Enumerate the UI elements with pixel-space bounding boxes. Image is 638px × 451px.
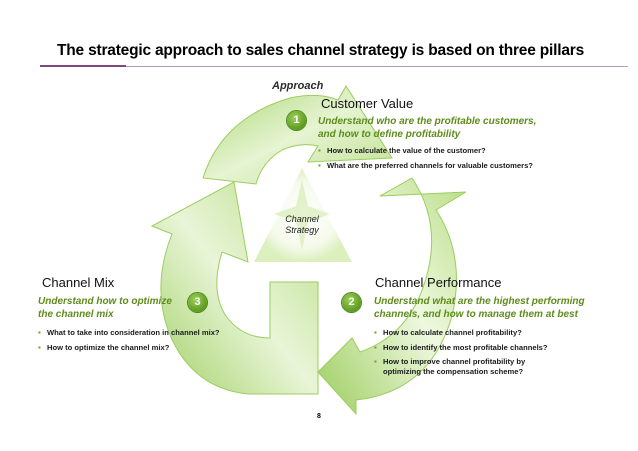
pillar-bullets-channel-performance: How to calculate channel profitability? … bbox=[374, 328, 548, 381]
bullet-item-continuation: optimizing the compensation scheme? bbox=[383, 366, 524, 376]
bullet-item: How to identify the most profitable chan… bbox=[374, 343, 548, 353]
pillar-bullets-channel-mix: What to take into consideration in chann… bbox=[38, 328, 220, 357]
cycle-arrow-right bbox=[317, 177, 467, 416]
bullet-item: What are the preferred channels for valu… bbox=[318, 161, 533, 171]
approach-label: Approach bbox=[272, 80, 324, 92]
title-underline bbox=[40, 66, 628, 67]
center-star-highlight bbox=[274, 180, 330, 250]
pillar-subtitle-line: channels, and how to manage them at best bbox=[374, 309, 578, 320]
bullet-item: How to improve channel profitability by bbox=[374, 357, 548, 367]
center-label-line-2: Strategy bbox=[285, 225, 319, 235]
pillar-subtitle-customer-value: Understand who are the profitable custom… bbox=[318, 115, 536, 141]
bullet-item: How to calculate the value of the custom… bbox=[318, 146, 533, 156]
pillar-bullets-customer-value: How to calculate the value of the custom… bbox=[318, 146, 533, 175]
pillar-subtitle-line: the channel mix bbox=[38, 309, 114, 320]
pillar-subtitle-line: Understand who are the profitable custom… bbox=[318, 116, 537, 127]
pillar-title-customer-value: Customer Value bbox=[321, 96, 414, 111]
bullet-item: What to take into consideration in chann… bbox=[38, 328, 220, 338]
cycle-arrow-left bbox=[150, 181, 319, 395]
pillar-subtitle-line: Understand how to optimize bbox=[38, 296, 172, 307]
pillar-subtitle-channel-performance: Understand what are the highest performi… bbox=[374, 295, 585, 321]
pillar-number-badge-2: 2 bbox=[342, 293, 361, 312]
cycle-arrow-top bbox=[202, 85, 393, 185]
title-underline-accent bbox=[40, 65, 126, 67]
bullet-item: How to optimize the channel mix? bbox=[38, 343, 220, 353]
pillar-subtitle-line: and how to define profitability bbox=[318, 129, 461, 140]
pillar-subtitle-line: Understand what are the highest performi… bbox=[374, 296, 585, 307]
page-title: The strategic approach to sales channel … bbox=[57, 42, 585, 59]
center-label-line-1: Channel bbox=[285, 214, 319, 224]
bullet-item: How to calculate channel profitability? bbox=[374, 328, 548, 338]
pillar-subtitle-channel-mix: Understand how to optimize the channel m… bbox=[38, 295, 172, 321]
pillar-title-channel-performance: Channel Performance bbox=[375, 275, 502, 290]
page-number: 8 bbox=[317, 413, 321, 420]
pillar-number-badge-3: 3 bbox=[188, 293, 207, 312]
pillar-number-badge-1: 1 bbox=[287, 111, 306, 130]
pillar-title-channel-mix: Channel Mix bbox=[42, 275, 115, 290]
center-label: Channel Strategy bbox=[276, 214, 328, 236]
